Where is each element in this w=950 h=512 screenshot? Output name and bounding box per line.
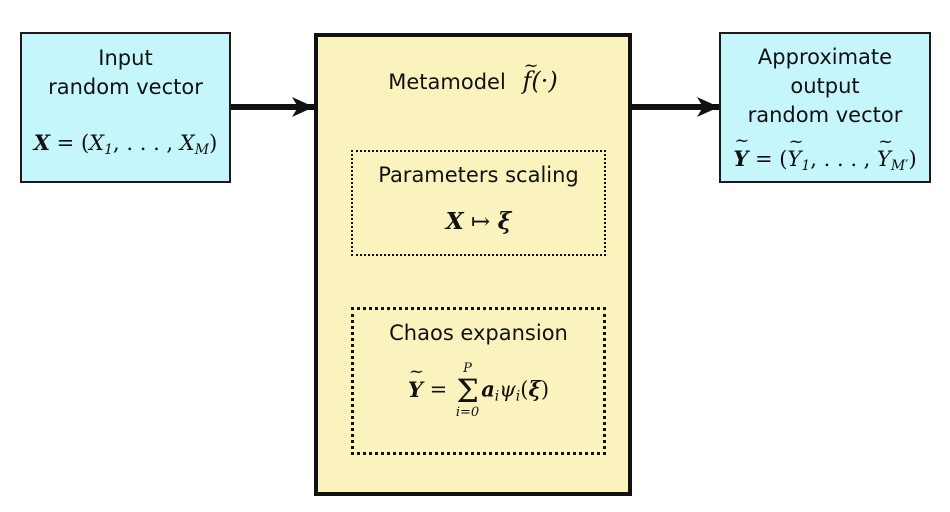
input-xm-sub: M [194,142,210,158]
chaos-coef-sub: i [494,388,500,405]
output-y1-sub: 1 [801,158,811,174]
params-title: Parameters scaling [378,163,579,187]
output-title-line2: output [790,74,860,98]
chaos-arg-close: ) [540,377,550,402]
output-ym: Y [877,131,893,171]
chaos-eq: = [422,377,454,402]
chaos-title: Chaos expansion [389,321,568,345]
input-title-line1: Input [98,46,153,70]
output-node: Approximate output random vector Y = (Y1… [719,32,931,183]
input-eq: = ( [50,131,90,155]
output-ym-sub: M′ [890,158,909,174]
chaos-arg: ξ [528,376,541,402]
chaos-psi-sub: i [515,388,521,405]
input-x1: X [89,131,105,155]
params-formula: X ↦ ξ [353,208,604,235]
params-arrow: ↦ [463,209,498,235]
input-close: ) [209,131,218,155]
metamodel-node: Metamodel f(·) Parameters scaling X ↦ ξ … [314,33,632,496]
output-title-line1: Approximate [757,45,893,69]
input-node: Input random vector X = (X1, . . . , XM) [20,32,231,183]
metamodel-title-text: Metamodel [388,70,506,94]
parameters-scaling-node: Parameters scaling X ↦ ξ [351,150,606,256]
output-y1: Y [787,131,803,171]
input-title-line2: random vector [48,75,203,99]
params-rhs: ξ [497,208,512,235]
params-lhs: X [445,208,464,235]
output-ellipsis: , . . . , [810,147,878,171]
chaos-arg-open: ( [520,377,529,402]
output-title-line3: random vector [747,103,903,127]
sum-upper: P [463,361,472,376]
input-var: X [33,130,50,155]
input-formula: X = (X1, . . . , XM) [22,130,229,158]
output-close: ) [908,147,917,171]
input-xm: X [179,131,195,155]
metamodel-func: f(·) [522,51,557,96]
output-var: Y [733,130,749,171]
metamodel-func-text: f(·) [522,51,557,96]
chaos-psi: ψ [499,377,516,402]
input-x1-sub: 1 [104,142,114,158]
chaos-coef: a [481,376,495,402]
output-eq: = ( [748,147,788,171]
output-formula: Y = (Y1, . . . , YM′) [721,130,929,174]
metamodel-title: Metamodel f(·) [318,51,628,97]
sum-lower: i=0 [455,405,480,420]
chaos-lhs: Y [408,361,424,402]
sum-sigma: Σ [456,372,479,410]
input-ellipsis: , . . . , [113,131,180,155]
